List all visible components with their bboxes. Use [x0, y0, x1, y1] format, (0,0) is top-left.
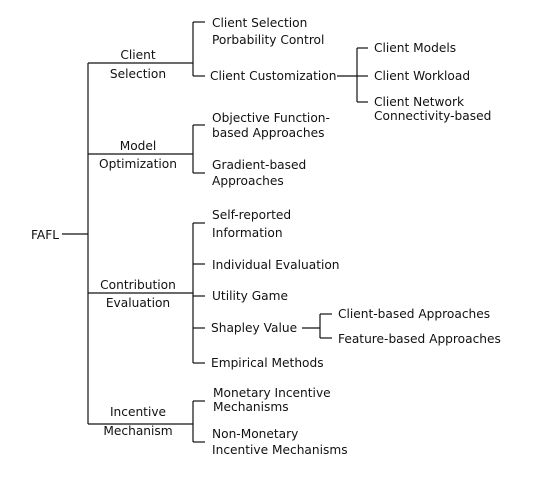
node-utility-game: Utility Game [212, 289, 289, 303]
node-client-based-approaches: Client-based Approaches [338, 307, 491, 321]
root-node-label: FAFL [31, 228, 60, 242]
node-client-workload: Client Workload [374, 69, 471, 83]
node-gradient-based-approaches: Gradient-based Approaches [212, 158, 307, 188]
node-individual-evaluation: Individual Evaluation [212, 258, 340, 272]
node-shapley-value: Shapley Value [211, 321, 298, 335]
node-objective-function-approaches: Objective Function- based Approaches [212, 111, 330, 140]
category-incentive-mechanism: Incentive Mechanism [103, 405, 173, 438]
node-feature-based-approaches: Feature-based Approaches [338, 332, 501, 346]
node-empirical-methods: Empirical Methods [211, 356, 324, 370]
category-model-optimization: Model Optimization [99, 139, 177, 171]
category-contribution-evaluation: Contribution Evaluation [100, 278, 176, 310]
node-non-monetary-incentive-mechanisms: Non-Monetary Incentive Mechanisms [212, 427, 348, 457]
node-self-reported-information: Self-reported Information [212, 208, 292, 240]
node-client-models: Client Models [374, 41, 457, 55]
node-client-customization: Client Customization [210, 69, 337, 83]
category-client-selection: Client Selection [109, 48, 167, 81]
node-monetary-incentive-mechanisms: Monetary Incentive Mechanisms [213, 386, 331, 414]
node-client-network-connectivity: Client Network Connectivity-based [374, 95, 492, 123]
node-client-selection-probability-control: Client Selection Porbability Control [212, 16, 325, 47]
